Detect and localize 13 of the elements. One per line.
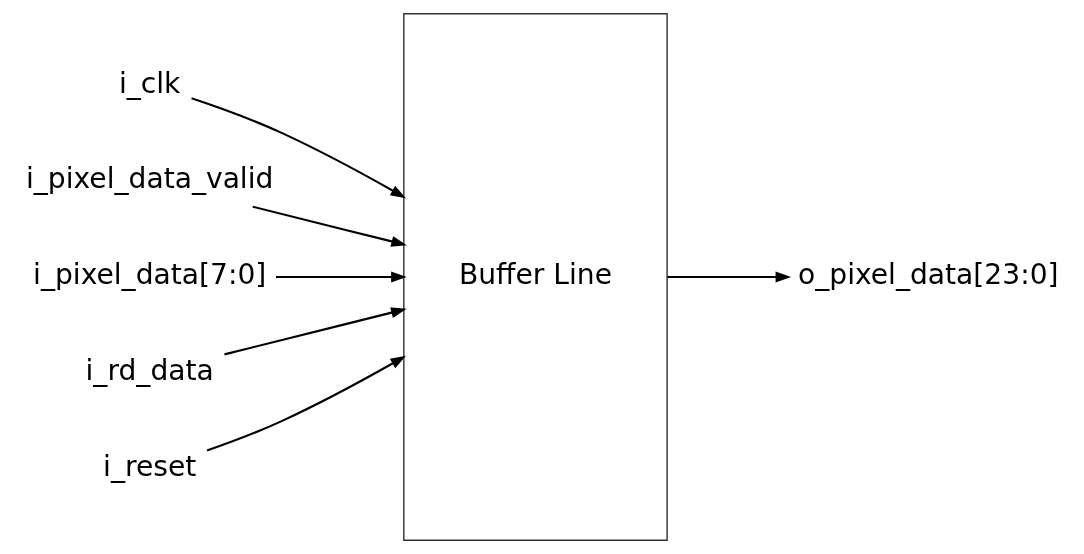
node-text: i_rd_data	[85, 353, 214, 387]
node-text: o_pixel_data[23:0]	[797, 258, 1059, 292]
node-text: i_clk	[118, 66, 180, 100]
node-text: i_pixel_data_valid	[25, 162, 273, 196]
node-box: Buffer Line	[402, 13, 668, 541]
node-text: i_pixel_data[7:0]	[32, 258, 266, 292]
arrow	[666, 271, 791, 283]
arrow	[275, 271, 407, 283]
node-text: i_reset	[102, 449, 196, 483]
arrow	[251, 205, 407, 247]
arrow	[223, 307, 407, 356]
arrow	[190, 97, 406, 199]
arrow	[206, 355, 406, 452]
